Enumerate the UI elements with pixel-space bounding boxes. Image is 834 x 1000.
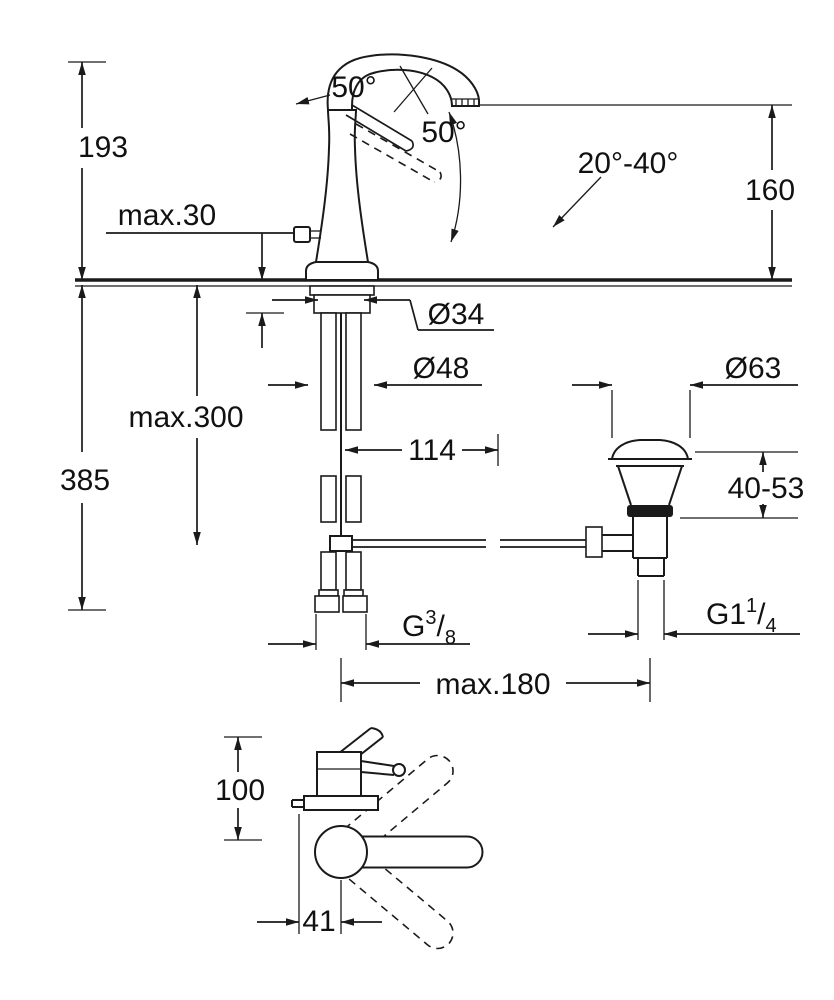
dim-label-g114: G11/4 (706, 595, 777, 637)
dim-label-100: 100 (215, 774, 265, 807)
deck-line (75, 278, 792, 287)
body-top-view (291, 727, 406, 811)
dim-label-dia48: Ø48 (413, 352, 470, 385)
dim-40-53: 40-53 (680, 451, 805, 519)
top-view: 100 41 (215, 727, 484, 950)
angle-label-50-handle: 50° (331, 71, 376, 104)
dim-g38: G3/8 (268, 607, 470, 650)
supply-hoses-lower (314, 551, 368, 613)
aerator-outlet (452, 98, 479, 106)
spout (326, 53, 480, 111)
spout-arm-top-view (344, 835, 484, 869)
dim-label-193: 193 (78, 131, 128, 164)
waste-seal-ring (627, 505, 673, 517)
dim-label-385: 385 (60, 464, 110, 497)
dim-100: 100 (215, 736, 265, 841)
handle-lever (345, 104, 414, 152)
dim-max180: max.180 (340, 658, 651, 702)
supply-hoses-upper (320, 312, 362, 431)
dim-385: 385 (60, 285, 110, 611)
dim-label-g38: G3/8 (402, 607, 456, 649)
waste-adjust-knob (585, 526, 633, 558)
dim-label-114: 114 (408, 434, 456, 467)
angle-label-20-40: 20°-40° (578, 147, 679, 180)
dim-label-max300: max.300 (128, 401, 243, 434)
dim-193: 193 (68, 61, 128, 280)
dimensions: 193 160 max.30 Ø34 Ø4 (60, 61, 805, 702)
side-view (75, 53, 792, 613)
faucet-base (305, 261, 379, 281)
dim-max30: max.30 (106, 199, 293, 348)
dim-label-dia34: Ø34 (428, 298, 485, 331)
supply-hoses-middle (320, 475, 362, 523)
mounting-washer (309, 285, 375, 296)
angle-label-50-lever: 50° (421, 116, 466, 149)
angle-reference-lines (393, 65, 433, 115)
dim-label-max180: max.180 (435, 668, 550, 701)
dim-max300: max.300 (128, 285, 244, 545)
dim-label-160: 160 (745, 174, 795, 207)
popup-rod-horizontal (329, 535, 588, 552)
base-circle-top-view (314, 825, 368, 879)
popup-waste (585, 439, 692, 577)
lever-travel-arc (448, 111, 462, 243)
angle-50-handle: 50° (295, 71, 377, 105)
dim-dia48: Ø48 (268, 352, 482, 389)
dim-label-40-53: 40-53 (728, 472, 805, 505)
dim-label-41: 41 (302, 905, 335, 938)
angle-50-lever: 50° (421, 116, 466, 149)
dim-label-dia63: Ø63 (725, 352, 782, 385)
mounting-nut (313, 294, 371, 314)
dim-dia34: Ø34 (272, 296, 494, 331)
spout-swivel-dashed-down (343, 850, 454, 950)
dim-160: 160 (479, 104, 795, 280)
spout-swivel-dashed-up (343, 754, 454, 854)
dim-g114: G11/4 (588, 580, 800, 640)
angle-20-40: 20°-40° (552, 147, 679, 228)
faucet-body (314, 109, 370, 263)
dim-41: 41 (257, 814, 382, 938)
handle-lever-dashed (349, 123, 442, 183)
dim-114: 114 (345, 434, 499, 467)
popup-rod-knob (293, 226, 321, 243)
dim-dia63: Ø63 (572, 352, 798, 438)
dim-label-max30: max.30 (118, 199, 216, 232)
